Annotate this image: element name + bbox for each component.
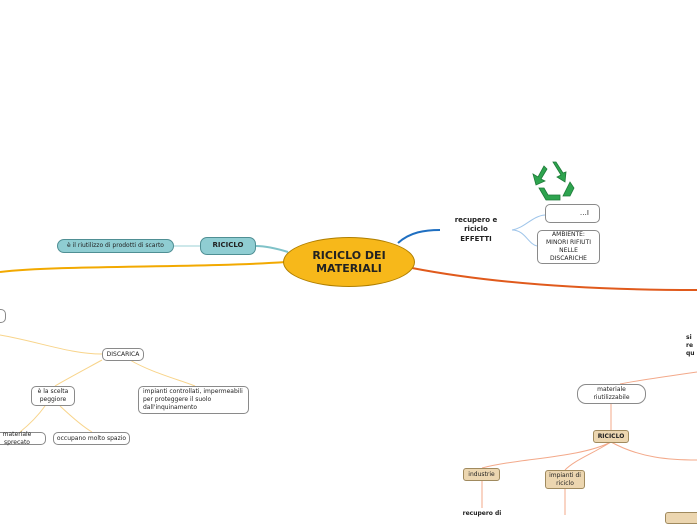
topic-impianti-riciclo[interactable]: impianti di riciclo bbox=[545, 470, 585, 489]
topic-discarica[interactable]: DISCARICA bbox=[102, 348, 144, 361]
topic-ambiente[interactable]: AMBIENTE: MINORI RIFIUTI NELLE DISCARICH… bbox=[537, 230, 600, 264]
link-central-left bbox=[0, 261, 287, 273]
central-topic[interactable]: RICICLO DEI MATERIALI bbox=[283, 237, 415, 287]
link-recupero-top bbox=[511, 214, 546, 231]
link-left-discarica bbox=[0, 334, 103, 355]
topic-riciclo-right[interactable]: RICICLO bbox=[593, 430, 629, 443]
link-discarica-scelta bbox=[54, 359, 103, 387]
link-riciclo-right bbox=[610, 441, 697, 461]
link-scelta-spazio bbox=[59, 405, 93, 433]
topic-occupano-spazio[interactable]: occupano molto spazio bbox=[53, 432, 130, 445]
link-recupero-ambiente bbox=[511, 229, 538, 247]
link-central-right bbox=[411, 267, 697, 291]
topic-impianti-controllati[interactable]: impianti controllati, impermeabili per p… bbox=[138, 386, 249, 414]
link-discarica-impianti bbox=[129, 359, 196, 387]
recycle-icon bbox=[532, 161, 575, 201]
link-riciclo-impianti bbox=[564, 441, 612, 471]
topic-riutilizzo[interactable]: è il riutilizzo di prodotti di scarto bbox=[57, 239, 174, 253]
topic-riciclo-left[interactable]: RICICLO bbox=[200, 237, 256, 255]
link-riciclo-industrie bbox=[481, 441, 612, 469]
topic-industrie[interactable]: industrie bbox=[463, 468, 500, 481]
topic-right-bottom-partial[interactable] bbox=[665, 512, 697, 524]
link-right-materiale bbox=[619, 371, 697, 385]
link-central-recupero bbox=[397, 229, 441, 244]
link-central-riciclo bbox=[255, 245, 289, 253]
topic-materiale-riutilizzabile[interactable]: materiale riutilizzabile bbox=[577, 384, 646, 404]
topic-left-edge[interactable] bbox=[0, 309, 6, 323]
link-scelta-sprecato bbox=[19, 405, 46, 433]
topic-right-edge-partial: si re qu bbox=[686, 334, 695, 357]
topic-scelta-peggiore[interactable]: è la scelta peggiore bbox=[31, 386, 75, 406]
topic-partial-top[interactable]: …I bbox=[545, 204, 600, 223]
topic-recupero-effetti[interactable]: recupero e riciclo EFFETTI bbox=[454, 216, 498, 243]
topic-recupero-bottom[interactable]: recupero di bbox=[462, 509, 502, 517]
topic-materiale-sprecato[interactable]: materiale sprecato bbox=[0, 431, 46, 446]
